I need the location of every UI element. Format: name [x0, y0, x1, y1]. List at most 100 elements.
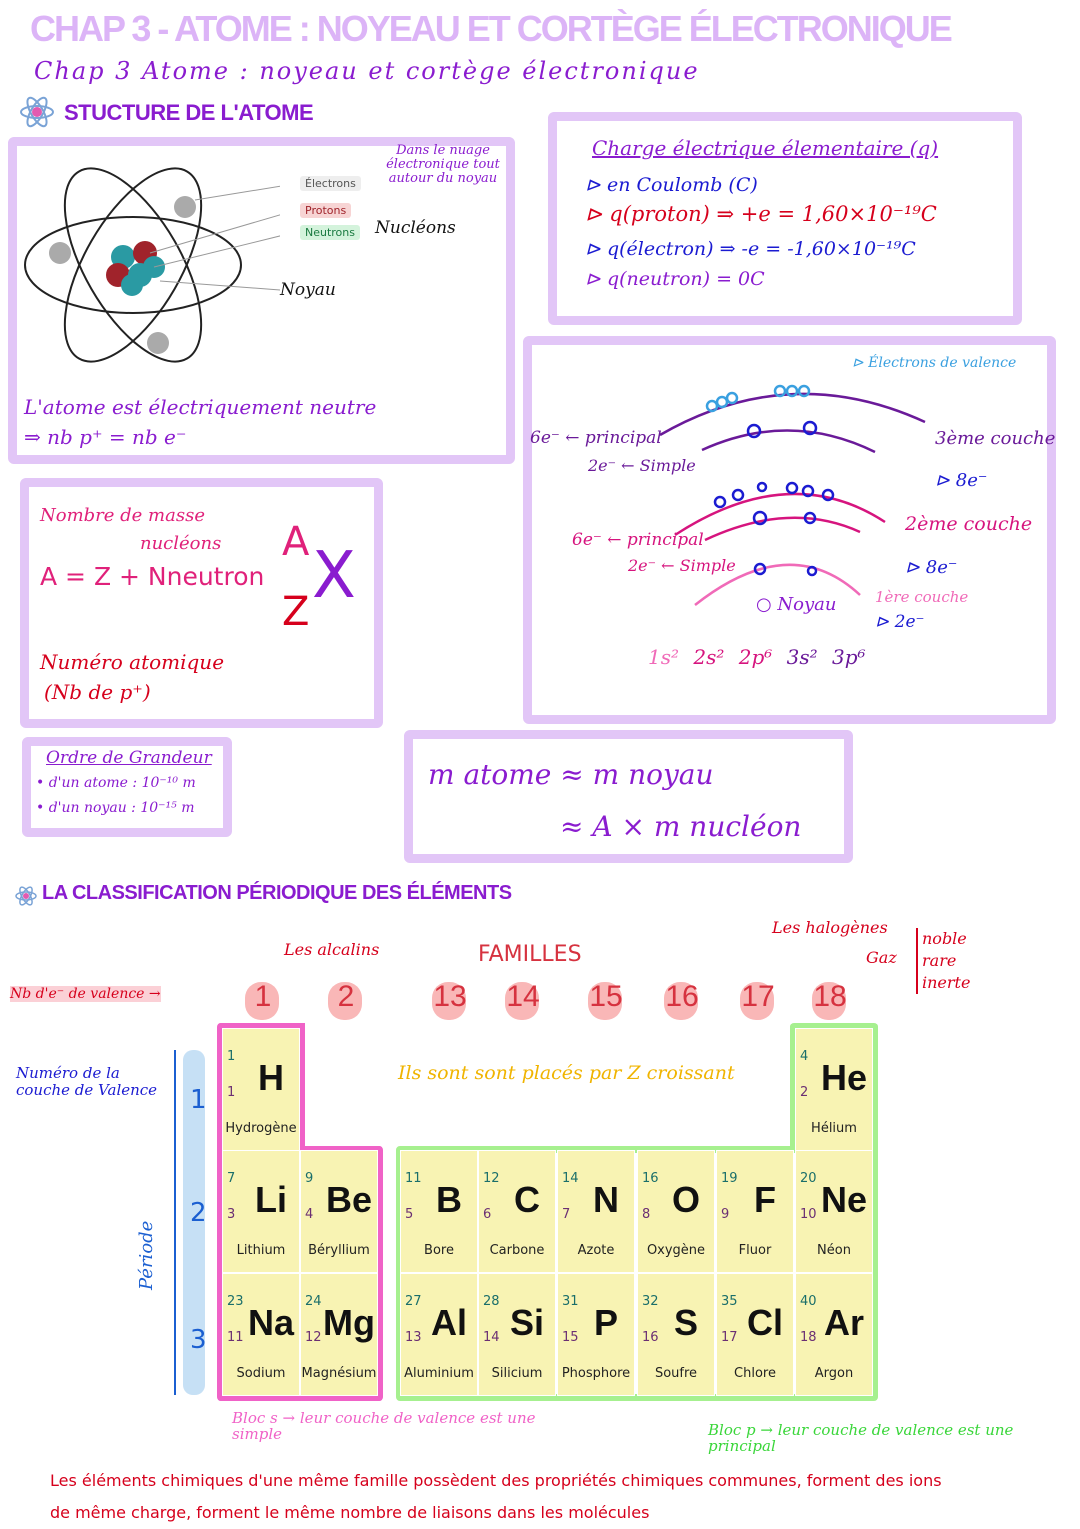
atomic-number: 18 [800, 1330, 817, 1345]
mass-number: 1 [227, 1049, 236, 1064]
element-symbol: H [258, 1057, 284, 1098]
element-symbol: C [514, 1179, 540, 1220]
group-label: 14 [506, 980, 540, 1013]
shell2-principal: 6e⁻ ← principal [572, 530, 704, 550]
mass-number: 35 [721, 1294, 738, 1309]
order-note: Ils sont sont placés par Z croissant [398, 1062, 735, 1084]
shell3-principal: 6e⁻ ← principal [530, 428, 662, 448]
bloc-p-outline [790, 1023, 878, 1153]
element-name: Hydrogène [225, 1121, 297, 1136]
element-name: Béryllium [308, 1243, 370, 1258]
order-box [22, 737, 232, 837]
notation-box [20, 478, 383, 728]
atomic-number: 10 [800, 1207, 817, 1222]
atomic-number: 6 [483, 1207, 492, 1222]
valence-electrons-label: ⊳ Électrons de valence [852, 355, 1017, 371]
mass-formula: A = Z + Nneutron [40, 562, 265, 591]
mass-number: 11 [405, 1171, 422, 1186]
mass-number: 4 [800, 1049, 809, 1064]
mass-number: 7 [227, 1171, 236, 1186]
cloud-note: Dans le nuage électronique tout autour d… [386, 143, 500, 186]
conclusion-line: Les éléments chimiques d'une même famill… [50, 1471, 942, 1490]
charge-line: ⊳ q(neutron) = 0C [585, 268, 765, 290]
shell2-simple: 2e⁻ ← Simple [628, 556, 736, 575]
charge-line: ⊳ q(proton) ⇒ +e = 1,60×10⁻¹⁹C [585, 202, 937, 226]
group-number: 17 [738, 980, 778, 1020]
shell3-simple: 2e⁻ ← Simple [588, 456, 696, 475]
element-symbol: Li [255, 1179, 287, 1220]
title-background: CHAP 3 - ATOME : NOYEAU ET CORTÈGE ÉLECT… [30, 8, 953, 49]
atom-icon [15, 886, 37, 906]
mass-line1: m atome ≈ m noyau [428, 758, 714, 791]
atomic-number: 5 [405, 1207, 414, 1222]
gas-label: Gaz [866, 948, 897, 967]
shell2-label: 2ème couche [905, 513, 1033, 535]
config-3s: 3s² [786, 645, 818, 669]
bloc-s-outline [298, 1146, 383, 1401]
mass-box [404, 730, 853, 863]
conclusion-line: de même charge, forment le même nombre d… [50, 1503, 650, 1522]
atomic-number: 4 [305, 1207, 314, 1222]
symbol-Z: Z [282, 589, 310, 635]
group-number: 1 [243, 980, 283, 1020]
config-2p: 2p⁶ [738, 645, 773, 669]
mass-number: 24 [305, 1294, 322, 1309]
nucleons-note: nucléons [140, 533, 222, 554]
atomic-number-desc: (Nb de p⁺) [44, 680, 151, 704]
atomic-number: 12 [305, 1330, 322, 1345]
mass-number: 28 [483, 1294, 500, 1309]
element-symbol: N [593, 1179, 619, 1220]
element-symbol: Cl [747, 1302, 783, 1343]
element-symbol: F [754, 1179, 776, 1220]
element-symbol: B [436, 1179, 462, 1220]
group-label: 16 [665, 980, 699, 1013]
charge-line: ⊳ q(électron) ⇒ -e = -1,60×10⁻¹⁹C [585, 238, 916, 260]
atomic-number: 2 [800, 1085, 809, 1100]
mass-number: 31 [562, 1294, 579, 1309]
atomic-number: 14 [483, 1330, 500, 1345]
element-name: Carbone [489, 1243, 545, 1258]
charge-line: ⊳ en Coulomb (C) [585, 174, 758, 196]
atomic-number: 17 [721, 1330, 738, 1345]
mass-number: 19 [721, 1171, 738, 1186]
gas-noble: noble [922, 929, 967, 948]
group-label: 13 [433, 980, 467, 1013]
atomic-number: 7 [562, 1207, 571, 1222]
section-title-structure: STUCTURE DE L'ATOME [64, 100, 314, 125]
element-name: Fluor [738, 1243, 772, 1258]
conclusion: Les éléments chimiques d'une même famill… [50, 1465, 1060, 1529]
atomic-number: 8 [642, 1207, 651, 1222]
mass-number: 9 [305, 1171, 314, 1186]
shell3-label: 3ème couche [935, 428, 1056, 449]
mass-line2: ≈ A × m nucléon [560, 810, 802, 843]
element-symbol: Ne [820, 1179, 868, 1220]
halogens-label: Les halogènes [772, 918, 888, 937]
mass-number-label: Nombre de masse [40, 505, 205, 526]
group-number: 18 [810, 980, 850, 1020]
nucleus-label: Noyau [280, 280, 336, 300]
element-symbol: Be [325, 1179, 373, 1220]
order-atom: • d'un atome : 10⁻¹⁰ m [36, 775, 196, 791]
alkali-label: Les alcalins [284, 940, 380, 959]
element-name: Soufre [654, 1366, 698, 1381]
group-label: 17 [741, 980, 775, 1013]
order-title: Ordre de Grandeur [46, 748, 212, 768]
period-bar [183, 1050, 205, 1395]
mass-number: 40 [800, 1294, 817, 1309]
element-symbol: Ar [823, 1302, 864, 1343]
gas-rare: rare [922, 951, 957, 970]
atomic-number: 11 [227, 1330, 244, 1345]
element-name: Phosphore [561, 1366, 631, 1381]
bloc-p-outline [396, 1146, 878, 1401]
group-number: 16 [662, 980, 702, 1020]
